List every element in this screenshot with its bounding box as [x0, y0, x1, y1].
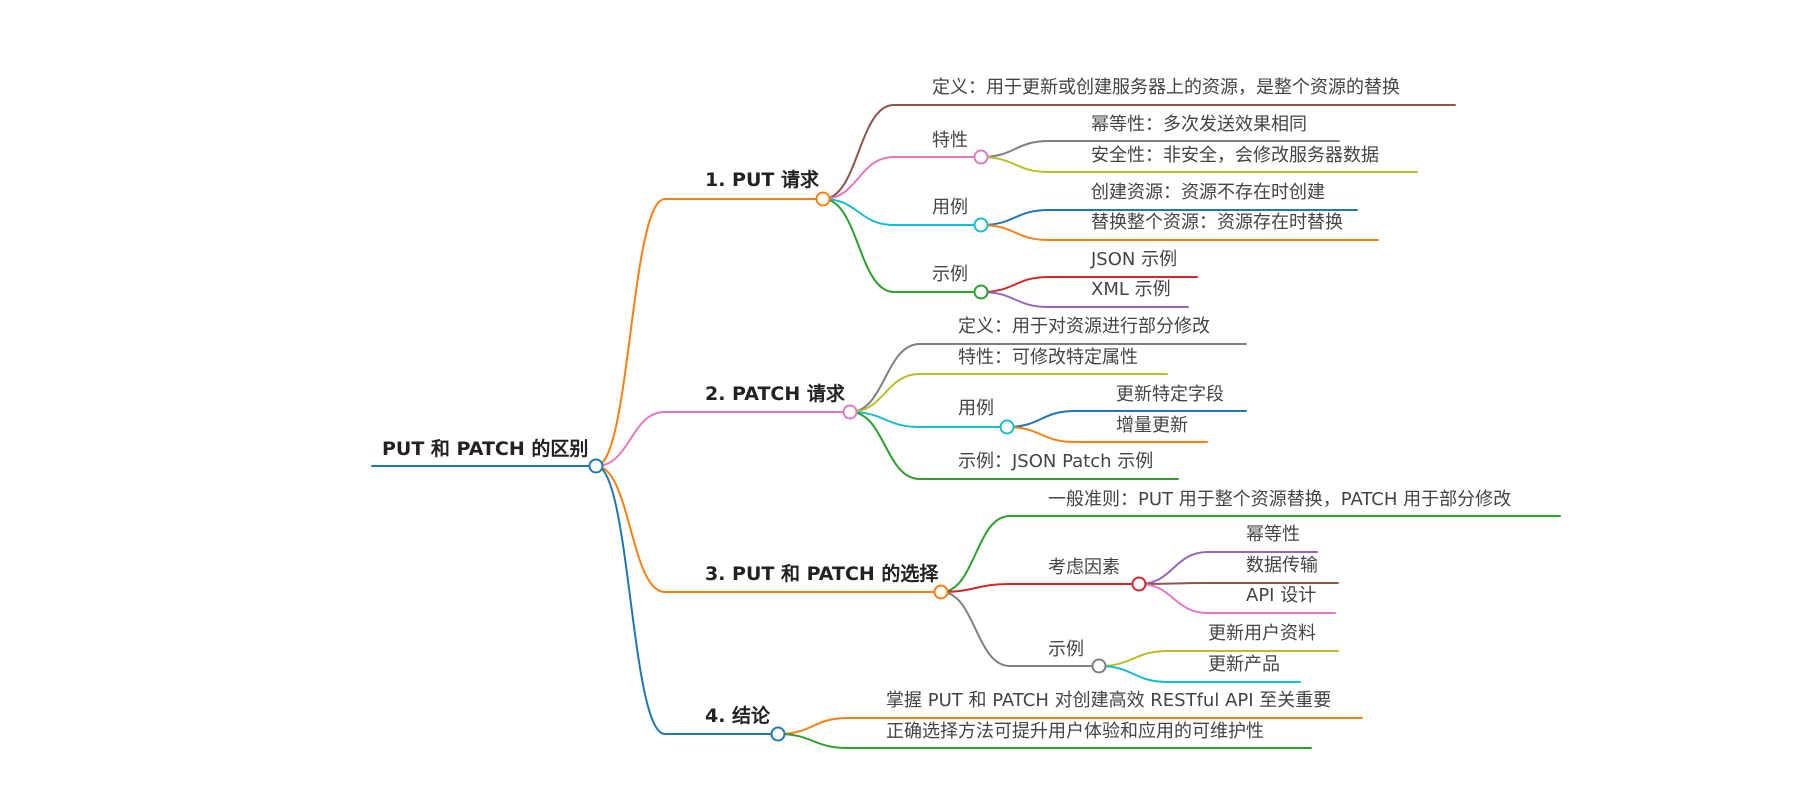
leaf-topic: API 设计 [1246, 585, 1316, 606]
leaf-topic: 创建资源：资源不存在时创建 [1091, 182, 1325, 203]
subtopic: 示例 [1048, 639, 1084, 660]
mindmap-links [595, 104, 1209, 749]
root-topic: PUT 和 PATCH 的区别 [382, 437, 588, 460]
branch-link [595, 465, 666, 593]
leaf-link [1006, 426, 1076, 443]
leaf-topic: 替换整个资源：资源存在时替换 [1091, 212, 1343, 233]
leaf-topic: XML 示例 [1091, 279, 1171, 300]
mindmap-knobs [588, 149, 1147, 742]
leaf-topic: 幂等性 [1246, 524, 1300, 545]
subtopic-link [777, 733, 849, 749]
collapse-toggle-icon[interactable] [999, 419, 1015, 435]
leaf-link [1098, 665, 1169, 683]
mindmap-underlines [371, 104, 1561, 749]
leaf-link [980, 291, 1050, 308]
branch-topic-1: 1. PUT 请求 [705, 168, 820, 191]
subtopic: 示例：JSON Patch 示例 [958, 451, 1153, 472]
subtopic: 正确选择方法可提升用户体验和应用的可维护性 [886, 721, 1264, 742]
branch-topic-2: 2. PATCH 请求 [705, 382, 846, 405]
branch-link [595, 411, 666, 467]
leaf-topic: 更新产品 [1208, 654, 1280, 675]
subtopic-link [822, 104, 895, 200]
leaf-topic: JSON 示例 [1090, 249, 1177, 270]
subtopic: 特性：可修改特定属性 [958, 347, 1138, 368]
leaf-topic: 幂等性：多次发送效果相同 [1091, 114, 1307, 135]
subtopic: 用例 [932, 197, 968, 218]
leaf-topic: 更新用户资料 [1208, 623, 1316, 644]
subtopic: 定义：用于更新或创建服务器上的资源，是整个资源的替换 [932, 77, 1400, 98]
leaf-link [1138, 582, 1209, 585]
subtopic-link [849, 343, 921, 413]
leaf-topic: 更新特定字段 [1116, 384, 1224, 405]
leaf-link [1098, 650, 1169, 667]
subtopic: 一般准则：PUT 用于整个资源替换，PATCH 用于部分修改 [1048, 489, 1511, 510]
mindmap-labels: PUT 和 PATCH 的区别 1. PUT 请求 定义：用于更新或创建服务器上的资… [382, 77, 1511, 742]
collapse-toggle-icon[interactable] [1131, 576, 1147, 592]
branch-link [595, 465, 666, 735]
subtopic-link [822, 198, 895, 226]
subtopic: 用例 [958, 398, 994, 419]
branch-topic-3: 3. PUT 和 PATCH 的选择 [705, 562, 939, 585]
collapse-toggle-icon[interactable] [815, 191, 831, 207]
leaf-link [980, 140, 1050, 158]
collapse-toggle-icon[interactable] [973, 217, 989, 233]
subtopic: 定义：用于对资源进行部分修改 [958, 316, 1210, 337]
subtopic-link [849, 411, 921, 428]
collapse-toggle-icon[interactable] [933, 584, 949, 600]
subtopic-link [940, 515, 1011, 593]
subtopic: 特性 [932, 130, 968, 151]
leaf-link [980, 224, 1050, 241]
leaf-link [980, 276, 1050, 293]
branch-topic-4: 4. 结论 [705, 704, 771, 727]
subtopic-link [940, 591, 1011, 667]
collapse-toggle-icon[interactable] [588, 458, 604, 474]
leaf-link [1138, 583, 1209, 614]
leaf-link [1006, 410, 1076, 428]
collapse-toggle-icon[interactable] [973, 284, 989, 300]
leaf-link [980, 156, 1050, 173]
subtopic-link [849, 411, 921, 480]
branch-link [595, 198, 666, 467]
leaf-topic: 数据传输 [1246, 555, 1318, 576]
leaf-topic: 安全性：非安全，会修改服务器数据 [1091, 145, 1379, 166]
collapse-toggle-icon[interactable] [1091, 658, 1107, 674]
collapse-toggle-icon[interactable] [842, 404, 858, 420]
leaf-link [980, 209, 1050, 226]
collapse-toggle-icon[interactable] [973, 149, 989, 165]
subtopic-link [849, 373, 921, 413]
subtopic-link [822, 198, 895, 293]
collapse-toggle-icon[interactable] [770, 726, 786, 742]
leaf-topic: 增量更新 [1116, 415, 1188, 436]
leaf-link [1138, 551, 1209, 585]
subtopic-link [822, 156, 895, 200]
subtopic-link [940, 583, 1011, 593]
subtopic: 掌握 PUT 和 PATCH 对创建高效 RESTful API 至关重要 [886, 690, 1331, 711]
subtopic-link [777, 717, 849, 735]
subtopic: 考虑因素 [1048, 557, 1120, 578]
subtopic: 示例 [932, 264, 968, 285]
